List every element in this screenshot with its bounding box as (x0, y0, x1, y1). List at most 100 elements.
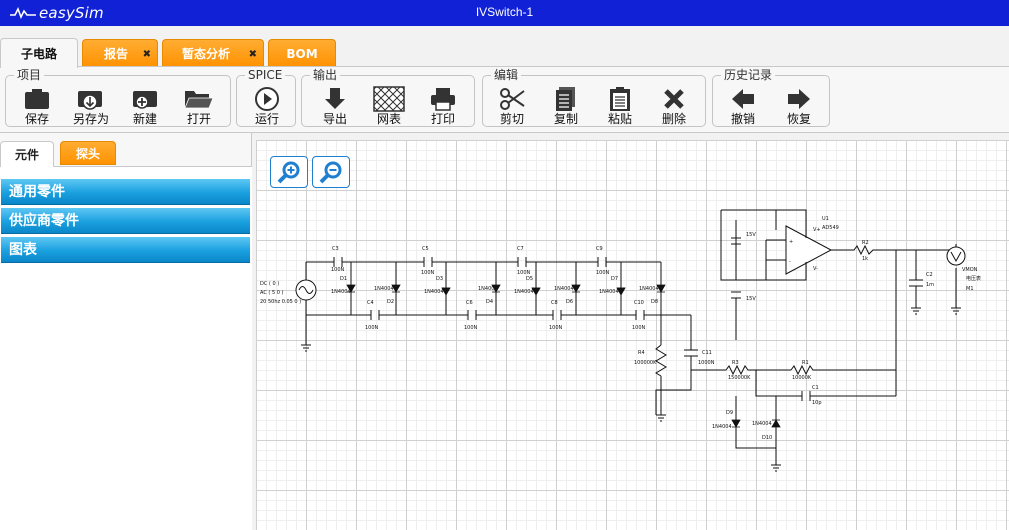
scissors-icon (500, 88, 525, 110)
d9-label: D9 (726, 410, 733, 416)
opamp-vminus: V- (813, 266, 818, 272)
source-ac-label: AC ( 5 0 ) (260, 290, 283, 296)
r1-label: R1 (802, 360, 809, 366)
source-tran-label: 20 50hz 0.05 0 ) (260, 299, 301, 305)
arrow-left-icon (732, 89, 754, 109)
cap-label: C5 (422, 246, 429, 252)
copy-icon (556, 87, 575, 111)
opamp-vplus: V+ (813, 227, 821, 233)
cap-value: 100N (632, 325, 646, 331)
r2-value: 1k (862, 256, 868, 262)
button-label: 另存为 (72, 112, 109, 126)
diode-model: 1N4004 (478, 286, 498, 292)
cap-value: 100N (331, 267, 345, 273)
category-generic-parts[interactable]: 通用零件 (1, 179, 250, 205)
copy-button[interactable]: 复制 (539, 86, 593, 126)
save-button[interactable]: 保存 (10, 86, 64, 126)
u1-model: AD549 (822, 225, 839, 231)
diode-label: D2 (387, 299, 394, 305)
app-logo: easySim (10, 3, 104, 23)
component-panel: 元件 探头 通用零件 供应商零件 图表 (0, 133, 252, 530)
r3-label: R3 (732, 360, 739, 366)
meter-label: 电压表 (966, 275, 981, 282)
c1-value: 10p (812, 400, 822, 406)
cap-value: 100N (464, 325, 478, 331)
zoom-out-icon (319, 161, 342, 184)
close-icon[interactable]: ✖ (142, 49, 151, 60)
tab-components[interactable]: 元件 (0, 141, 54, 167)
u1-label: U1 (822, 216, 829, 222)
netlist-button[interactable]: 网表 (362, 86, 416, 126)
arrow-right-icon (788, 89, 810, 109)
group-label: 历史记录 (721, 68, 776, 82)
diode-model: 1N4004 (554, 286, 574, 292)
new-button[interactable]: 新建 (118, 86, 172, 126)
d10-label: D10 (762, 435, 772, 441)
schematic-diagram: DC ( 0 ) AC ( 5 0 ) 20 50hz 0.05 0 ) C3 … (260, 209, 981, 472)
button-label: 打印 (430, 112, 455, 126)
opamp-minus: - (789, 259, 791, 265)
category-vendor-parts[interactable]: 供应商零件 (1, 208, 250, 234)
diode-label: D6 (566, 299, 573, 305)
c2-label: C2 (926, 272, 933, 278)
c1-label: C1 (812, 385, 819, 391)
diode-model: 1N4004 (639, 286, 659, 292)
meter-name: M1 (966, 286, 974, 292)
diode-model: 1N4004 (599, 289, 619, 295)
print-button[interactable]: 打印 (416, 86, 470, 126)
zoom-out-button[interactable] (312, 156, 350, 188)
group-history: 历史记录 撤销 恢复 (712, 68, 830, 127)
cap-value: 100N (517, 270, 531, 276)
cap-value: 100N (421, 270, 435, 276)
delete-button[interactable]: 删除 (647, 86, 701, 126)
group-edit: 编辑 剪切 复制 粘贴 删除 (482, 68, 706, 127)
c11-value: 1000N (698, 360, 715, 366)
open-button[interactable]: 打开 (172, 86, 226, 126)
button-label: 粘贴 (607, 112, 632, 126)
save-as-button[interactable]: 另存为 (64, 86, 118, 126)
button-label: 打开 (186, 112, 211, 126)
folder-open-icon (184, 91, 214, 109)
cap-value: 100N (549, 325, 563, 331)
cut-button[interactable]: 剪切 (485, 86, 539, 126)
tab-subcircuit[interactable]: 子电路 (0, 38, 78, 68)
category-charts[interactable]: 图表 (1, 237, 250, 263)
group-label: 编辑 (491, 68, 522, 82)
close-icon[interactable]: ✖ (248, 49, 257, 60)
undo-button[interactable]: 撤销 (716, 86, 770, 126)
zoom-in-button[interactable] (270, 156, 308, 188)
toolbar: 项目 保存 另存为 新建 打开 SPICE 运行 输出 导出 (0, 67, 1009, 133)
redo-button[interactable]: 恢复 (772, 86, 826, 126)
diode-label: D7 (611, 276, 618, 282)
cap-label: C9 (596, 246, 603, 252)
diode-label: D8 (651, 299, 658, 305)
diode-model: 1N4004 (374, 286, 394, 292)
run-button[interactable]: 运行 (240, 86, 294, 126)
delete-x-icon (664, 89, 684, 109)
diode-label: D1 (340, 276, 347, 282)
window-title: IVSwitch-1 (475, 5, 534, 19)
export-button[interactable]: 导出 (308, 86, 362, 126)
r4-value: 100000K (634, 360, 657, 366)
opamp-plus: + (789, 239, 793, 245)
diode-model: 1N4004 (752, 421, 772, 427)
cap-label: C3 (332, 246, 339, 252)
tab-bom[interactable]: BOM (268, 39, 336, 67)
tab-report[interactable]: 报告✖ (82, 39, 158, 67)
cap-label: C4 (367, 300, 374, 306)
button-label: 新建 (132, 112, 157, 126)
cap-value: 100N (365, 325, 379, 331)
group-label: 项目 (14, 68, 45, 82)
save-icon (25, 89, 49, 109)
cap-label: C7 (517, 246, 524, 252)
tab-transient-analysis[interactable]: 暂态分析✖ (162, 39, 264, 67)
tab-label: BOM (286, 46, 318, 61)
tab-probes[interactable]: 探头 (60, 141, 116, 165)
supply-label: 15V (746, 232, 756, 238)
zoom-in-icon (277, 161, 300, 184)
button-label: 网表 (376, 112, 401, 126)
netlist-icon (373, 86, 405, 112)
paste-button[interactable]: 粘贴 (593, 86, 647, 126)
meter-type: VMON (962, 267, 978, 273)
schematic-canvas[interactable]: DC ( 0 ) AC ( 5 0 ) 20 50hz 0.05 0 ) C3 … (256, 140, 1009, 530)
